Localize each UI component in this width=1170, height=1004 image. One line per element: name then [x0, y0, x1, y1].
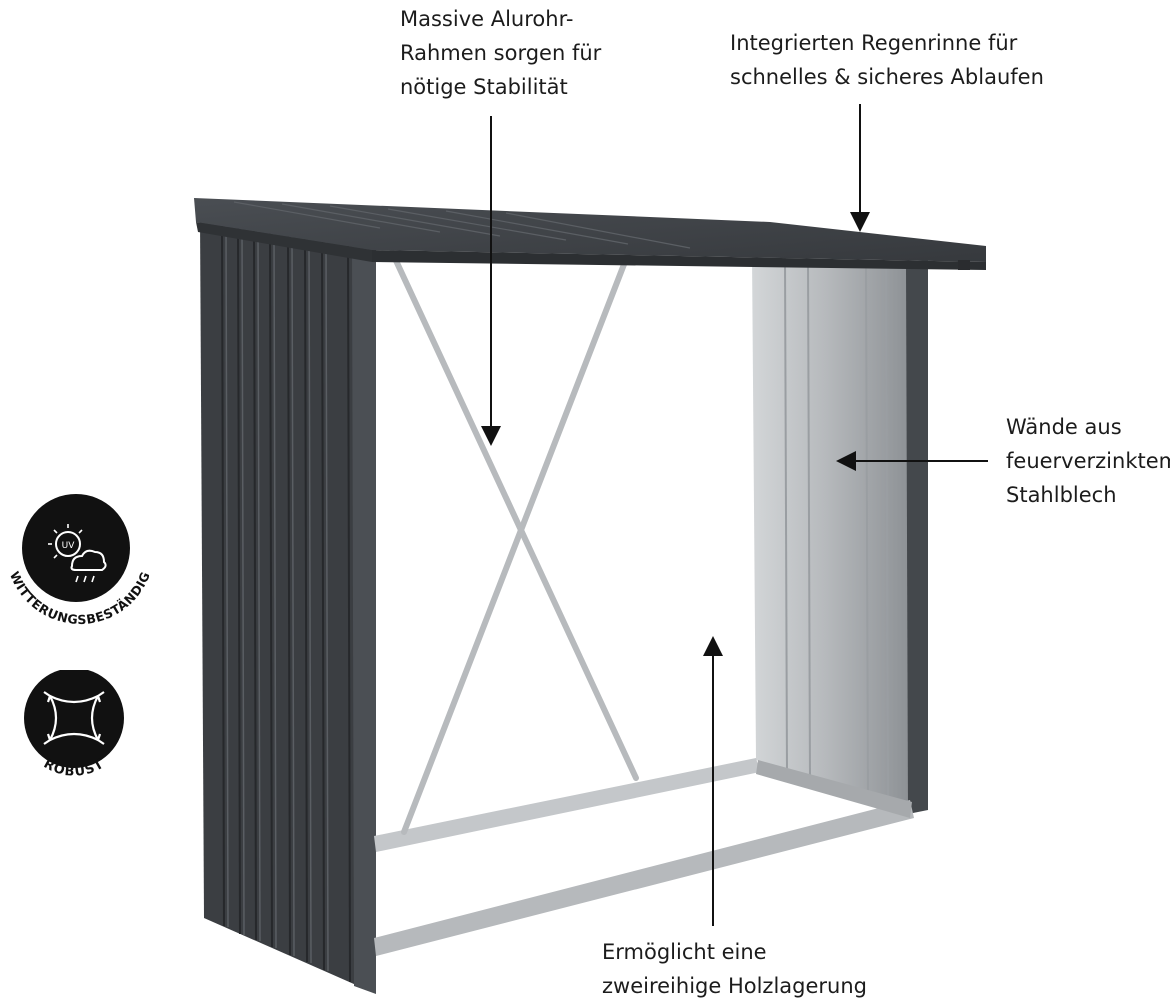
- walls-annotation-line-3: Stahlblech: [1006, 483, 1117, 507]
- storage-annotation-line-1: Ermöglicht eine: [602, 940, 767, 964]
- roof: [194, 198, 986, 270]
- robust-badge: ROBUST: [24, 670, 124, 780]
- storage-annotation: Ermöglicht eine zweireihige Holzlagerung: [602, 935, 867, 1003]
- frame-annotation: Massive Alurohr- Rahmen sorgen für nötig…: [400, 2, 601, 104]
- robust-frame-icon: [43, 691, 105, 745]
- cross-bracing: [389, 249, 639, 835]
- frame-annotation-line-2: Rahmen sorgen für: [400, 41, 602, 65]
- left-side-wall: [200, 218, 376, 994]
- uv-icon-label: UV: [62, 541, 76, 551]
- frame-annotation-line-1: Massive Alurohr-: [400, 7, 574, 31]
- gutter-annotation-line-2: schnelles & sicheres Ablaufen: [730, 65, 1044, 89]
- walls-annotation-line-1: Wände aus: [1006, 415, 1122, 439]
- gutter-annotation-line-1: Integrierten Regenrinne für: [730, 31, 1018, 55]
- uv-weather-icon: [48, 524, 107, 583]
- weather-resistant-badge: UV WITTERUNGSBESTÄNDIG: [7, 494, 152, 627]
- robust-caption: ROBUST: [41, 757, 107, 780]
- walls-annotation-line-2: feuerverzinktem: [1006, 449, 1170, 473]
- right-side-wall: [752, 256, 928, 814]
- gutter-annotation: Integrierten Regenrinne für schnelles & …: [730, 26, 1044, 94]
- base-frame: [374, 758, 914, 956]
- storage-annotation-line-2: zweireihige Holzlagerung: [602, 974, 867, 998]
- frame-annotation-line-3: nötige Stabilität: [400, 75, 568, 99]
- walls-annotation: Wände aus feuerverzinktem Stahlblech: [1006, 410, 1170, 512]
